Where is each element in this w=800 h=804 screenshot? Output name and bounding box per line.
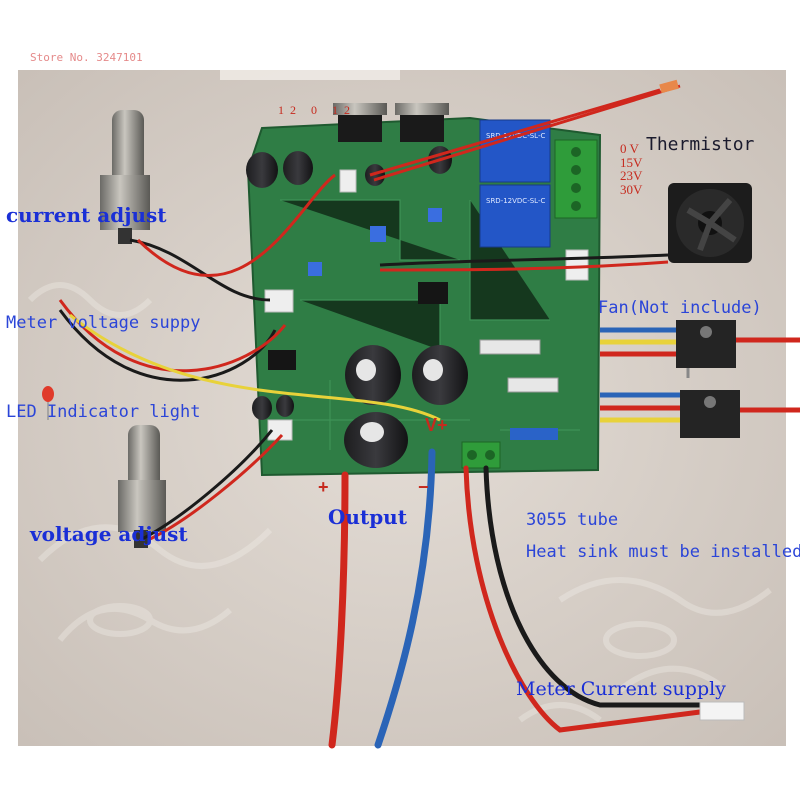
regulator-left	[333, 103, 387, 142]
connector-thermistor	[339, 169, 357, 193]
power-transistor-1	[676, 320, 736, 378]
connector-output	[267, 419, 293, 441]
led-indicator-label: LED Indicator light	[6, 402, 201, 422]
meter-voltage-label: Meter voltage suppy	[6, 313, 201, 333]
voltage-tap-0: 0 V	[620, 141, 639, 156]
voltage-tap-2: 23V	[620, 168, 643, 184]
current-pot	[100, 110, 150, 244]
thermistor-label: Thermistor	[646, 134, 755, 155]
minus-label: −	[418, 477, 429, 497]
voltage-taps: 0 V 15V 23V 30V	[620, 142, 642, 197]
output-wires	[328, 448, 703, 749]
voltage-tap-3: 30V	[620, 181, 643, 197]
fan-label: Fan(Not include)	[598, 298, 762, 318]
power-transistor-2	[680, 390, 740, 438]
plus-label: +	[318, 477, 329, 497]
v-plus-label: V+	[425, 415, 448, 435]
resistor-blue	[510, 428, 558, 440]
current-adjust-label: current adjust	[6, 203, 167, 227]
shunt-resistor-2	[507, 377, 559, 393]
output-label: Output	[328, 505, 407, 529]
trimmer-1	[370, 226, 386, 242]
led-indicator	[42, 386, 54, 420]
board-wires	[58, 84, 681, 542]
svg-text:SRD-12VDC-SL-C: SRD-12VDC-SL-C	[486, 197, 545, 205]
output-terminal	[461, 441, 501, 469]
meter-current-label: Meter Current supply	[516, 678, 726, 700]
voltage-tap-1: 15V	[620, 154, 643, 170]
meter-current-connector	[699, 701, 745, 721]
tube-label: 3055 tube	[526, 510, 619, 530]
ic-chip-1	[418, 282, 448, 304]
connector-fan	[565, 249, 589, 281]
shunt-resistor-1	[479, 339, 541, 355]
trimmer-2	[428, 208, 442, 222]
floral-pattern	[27, 282, 772, 723]
transformer-pins-label: 12 0 12	[278, 103, 356, 117]
voltage-adjust-label: voltage adjust	[30, 522, 188, 546]
regulator-right	[395, 103, 449, 142]
store-watermark: Store No. 3247101	[30, 51, 143, 64]
trimmer-3	[308, 262, 322, 276]
heatsink-label: Heat sink must be installed	[526, 542, 800, 562]
relay-2: SRD-12VDC-SL-C	[479, 184, 551, 248]
voltage-pot	[118, 425, 166, 548]
ic-chip-2	[268, 350, 296, 370]
transistor-wires	[600, 327, 800, 423]
capacitors-large	[252, 345, 468, 468]
cooling-fan	[668, 183, 752, 263]
